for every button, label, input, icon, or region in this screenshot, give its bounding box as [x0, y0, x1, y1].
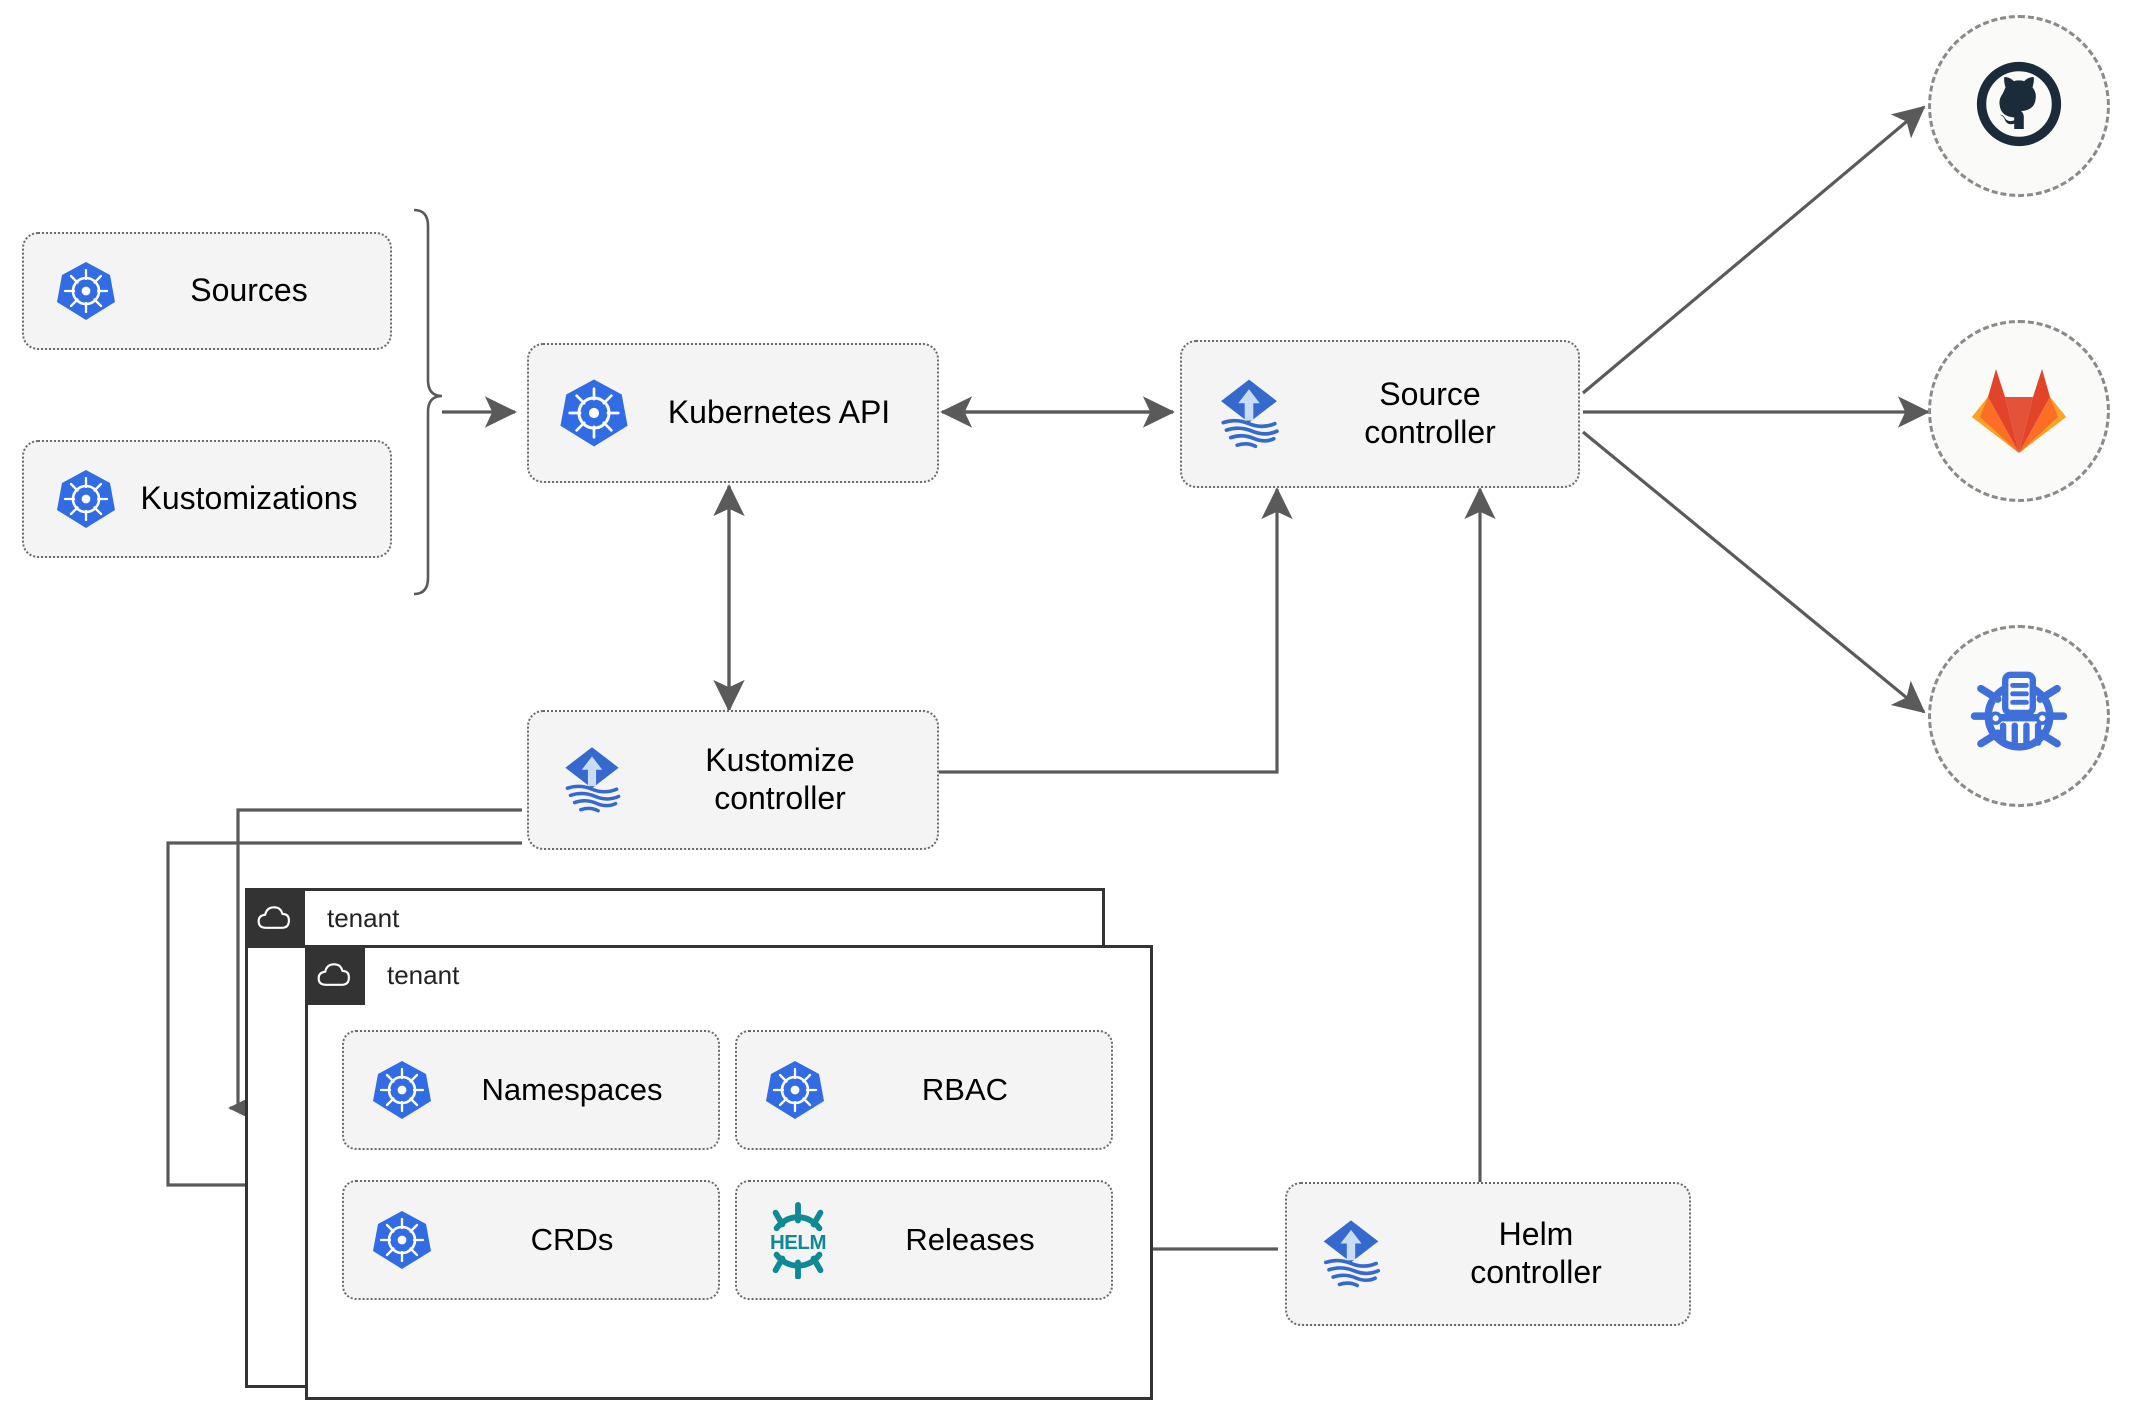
- cell-label: Namespaces: [481, 1072, 663, 1107]
- helm-controller-label: Helm controller: [1470, 1216, 1602, 1290]
- flux-icon: [1206, 371, 1292, 457]
- cell-label: CRDs: [530, 1222, 614, 1257]
- tenant-label: tenant: [327, 902, 400, 933]
- kubernetes-api-label: Kubernetes API: [667, 394, 891, 431]
- helm-controller-node[interactable]: Helm controller: [1285, 1182, 1691, 1326]
- github-icon: [1967, 52, 2071, 161]
- tenant-cell-namespaces[interactable]: Namespaces: [342, 1030, 720, 1150]
- kubernetes-icon: [370, 1058, 434, 1122]
- tenant-cell-crds[interactable]: CRDs: [342, 1180, 720, 1300]
- helm-icon: HELM: [759, 1201, 837, 1279]
- cell-label: RBAC: [921, 1072, 1009, 1107]
- tenant-tab[interactable]: tenant: [245, 888, 399, 948]
- kubernetes-icon: [763, 1058, 827, 1122]
- resource-node-sources[interactable]: Sources: [22, 232, 392, 350]
- svg-text:HELM: HELM: [770, 1231, 826, 1254]
- tenant-panel-front[interactable]: tenant: [305, 945, 1153, 1400]
- kustomize-bucket-icon: [1966, 661, 2072, 772]
- resource-label: Sources: [190, 272, 308, 309]
- tenant-tab[interactable]: tenant: [305, 945, 459, 1005]
- source-controller-node[interactable]: Source controller: [1180, 340, 1580, 488]
- cell-label: Releases: [905, 1222, 1035, 1257]
- kubernetes-icon: [370, 1208, 434, 1272]
- cloud-icon: [245, 888, 305, 948]
- kubernetes-icon: [557, 376, 631, 450]
- tenant-cell-rbac[interactable]: RBAC: [735, 1030, 1113, 1150]
- tenant-cell-releases[interactable]: HELM Releases: [735, 1180, 1113, 1300]
- resource-label: Kustomizations: [140, 480, 358, 517]
- kubernetes-api-node[interactable]: Kubernetes API: [527, 343, 939, 483]
- kubernetes-icon: [54, 467, 118, 531]
- provider-github[interactable]: [1928, 15, 2110, 197]
- provider-gitlab[interactable]: [1928, 320, 2110, 502]
- source-controller-label: Source controller: [1364, 376, 1496, 450]
- kustomize-controller-node[interactable]: Kustomize controller: [527, 710, 939, 850]
- flux-icon: [1309, 1212, 1393, 1296]
- kubernetes-icon: [54, 259, 118, 323]
- gitlab-icon: [1969, 361, 2069, 462]
- flux-icon: [551, 739, 633, 821]
- kustomize-controller-label: Kustomize controller: [705, 742, 855, 816]
- tenant-label: tenant: [387, 959, 460, 990]
- cloud-icon: [305, 945, 365, 1005]
- resource-node-kustomizations[interactable]: Kustomizations: [22, 440, 392, 558]
- provider-bucket[interactable]: [1928, 625, 2110, 807]
